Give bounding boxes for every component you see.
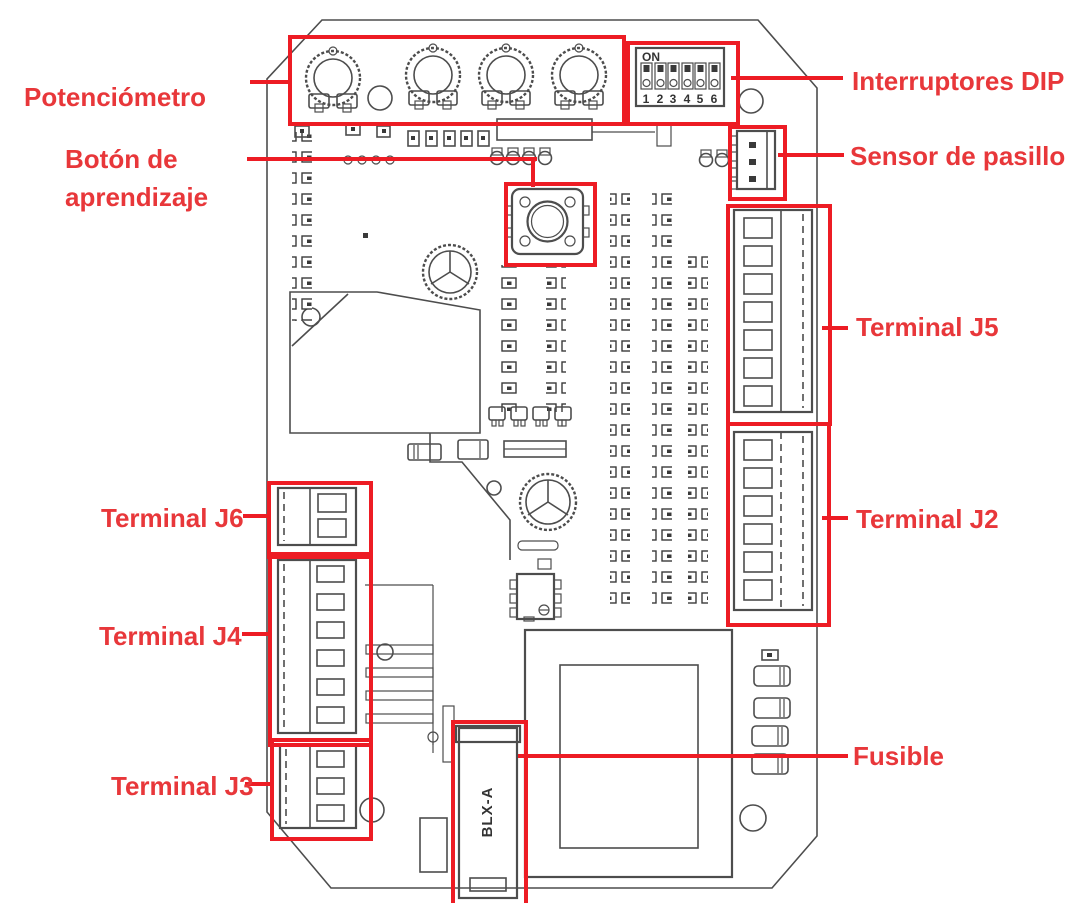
svg-text:4: 4 (684, 92, 691, 106)
terminal-j6-callout-line (243, 514, 270, 518)
learn-button-label: Botón de aprendizaje (65, 140, 208, 216)
trimmer-wheel-top (421, 243, 479, 301)
terminal-j4-highlight-box (268, 552, 373, 747)
smd-component-columns (292, 132, 708, 606)
dip-switch-numbers: 1 2 3 4 5 6 (643, 92, 718, 106)
terminal-j6-highlight-box (267, 481, 373, 559)
fuse-highlight-box (451, 720, 528, 903)
terminal-j5-label: Terminal J5 (856, 312, 999, 342)
terminal-j4-callout-line (242, 632, 271, 636)
hall-sensor-label: Sensor de pasillo (850, 141, 1066, 171)
terminal-j2-callout-line (822, 516, 848, 520)
terminal-j3-highlight-box (270, 738, 373, 841)
svg-text:2: 2 (657, 92, 664, 106)
terminal-j6 (276, 486, 358, 547)
ic-chip (509, 572, 562, 622)
terminal-j3-callout-line (245, 782, 273, 786)
dip-switches-callout-line (731, 76, 843, 80)
potentiometer-highlight-box (288, 35, 626, 126)
heatsink-fins (365, 584, 434, 745)
learn-push-button (505, 187, 590, 256)
learn-button-label-line1: Botón de (65, 144, 178, 174)
terminal-j5-highlight-box (726, 204, 832, 426)
svg-text:1: 1 (643, 92, 650, 106)
svg-text:3: 3 (670, 92, 677, 106)
dip-on-label: ON (642, 50, 660, 64)
fuse-label: Fusible (853, 741, 945, 771)
svg-text:6: 6 (711, 92, 718, 106)
dip-switches-highlight-box (626, 41, 740, 126)
terminal-j5-callout-line (822, 326, 848, 330)
terminal-j4-label: Terminal J4 (99, 621, 242, 651)
terminal-j2-label: Terminal J2 (856, 504, 999, 534)
terminal-j3-label: Terminal J3 (111, 771, 254, 801)
board-outline (266, 19, 818, 889)
terminal-j5 (732, 208, 814, 414)
dip-switch-levers (640, 62, 721, 90)
transistor-row (488, 406, 572, 427)
trimmer-wheel-bottom (517, 472, 578, 570)
hall-sensor-highlight-box (728, 125, 787, 201)
svg-text:5: 5 (697, 92, 704, 106)
fuse-callout-line (518, 754, 848, 758)
dip-switch-block: ON 1 2 3 4 5 6 (634, 46, 726, 108)
hall-sensor-connector (730, 129, 777, 191)
learn-button-callout-line-v (531, 157, 535, 187)
learn-button-label-line2: aprendizaje (65, 182, 209, 212)
fuse-marking-text: BLX-A (479, 787, 496, 838)
terminal-j6-label: Terminal J6 (101, 503, 244, 533)
terminal-j2 (732, 430, 814, 612)
potentiometer-callout-line (250, 80, 290, 84)
learn-button-callout-line-h (247, 157, 537, 161)
hall-sensor-callout-line (778, 153, 844, 157)
dip-switches-label: Interruptores DIP (852, 66, 1065, 96)
learn-button-highlight-box (504, 182, 597, 267)
terminal-j4 (276, 558, 358, 735)
potentiometer-label: Potenciómetro (24, 82, 207, 112)
terminal-j2-highlight-box (726, 422, 831, 627)
